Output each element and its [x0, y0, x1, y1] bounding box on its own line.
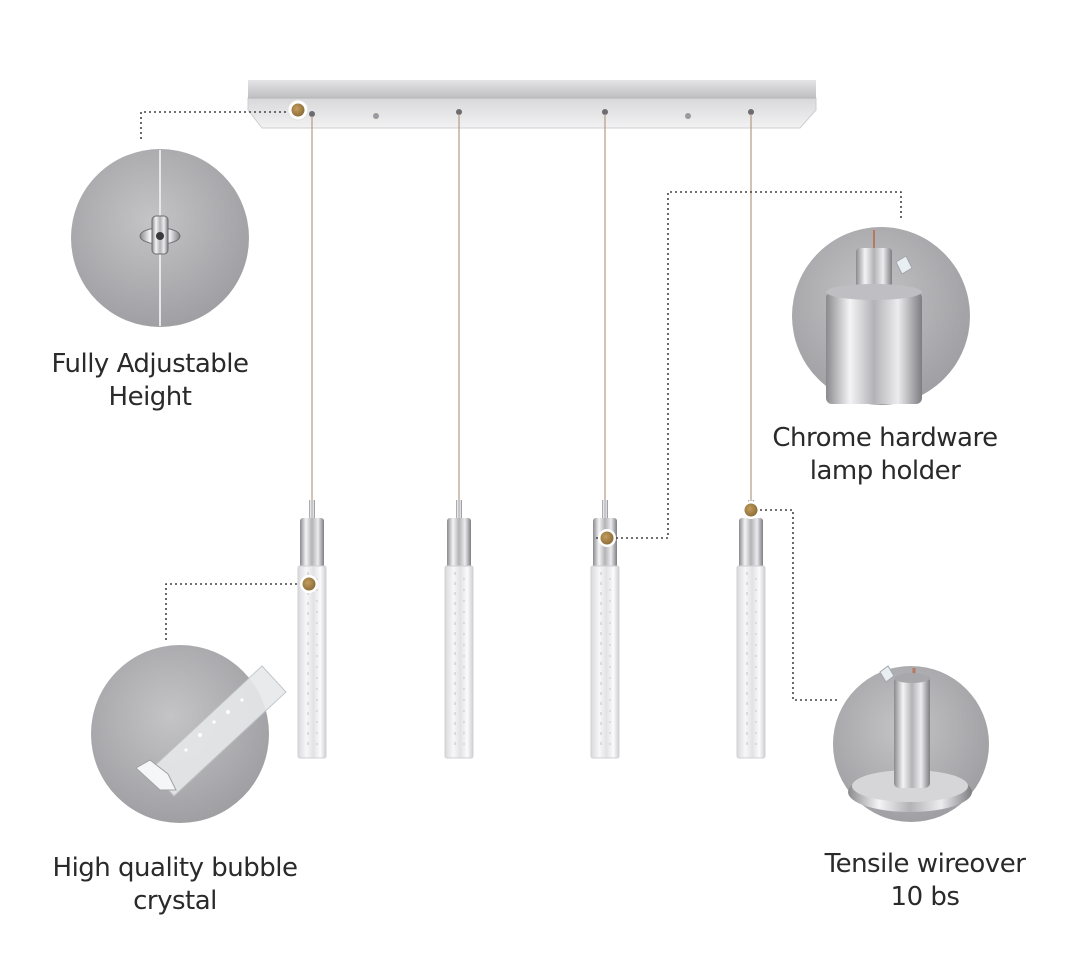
callout-leader-lines — [140, 111, 902, 701]
callout-label-line-2: Height — [108, 382, 192, 412]
crystal-tube-detail-icon — [91, 645, 287, 823]
lamp-holder-detail-icon — [792, 227, 970, 405]
callout-label-line-1: Fully Adjustable — [51, 349, 249, 379]
callout-label-bubble-crystal: High quality bubble crystal — [40, 852, 310, 918]
hotspot-markers — [287, 99, 760, 593]
pendant-1 — [297, 500, 327, 759]
callout-label-chrome-holder: Chrome hardware lamp holder — [760, 422, 1010, 488]
pendant-2 — [444, 500, 474, 759]
ceiling-connector-detail-icon — [71, 149, 249, 327]
suspension-wires — [311, 114, 752, 502]
wire-base-detail-icon — [833, 665, 989, 822]
ceiling-canopy-bar — [247, 80, 817, 129]
callout-label-line-1: High quality bubble — [52, 853, 298, 883]
callout-label-line-2: lamp holder — [809, 456, 961, 486]
pendant-4 — [736, 500, 766, 759]
callout-label-line-1: Chrome hardware — [772, 423, 998, 453]
callout-label-line-2: 10 bs — [890, 882, 960, 912]
callout-label-tensile-wire: Tensile wireover 10 bs — [805, 848, 1045, 914]
callout-label-line-1: Tensile wireover — [824, 849, 1026, 879]
callout-label-adjustable-height: Fully Adjustable Height — [30, 348, 270, 414]
callout-label-line-2: crystal — [133, 886, 217, 916]
